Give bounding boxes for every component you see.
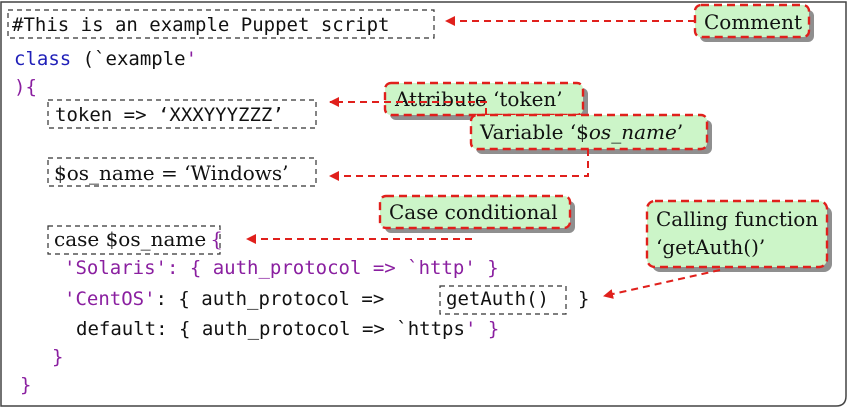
arrow-variable <box>329 149 589 181</box>
code-line-comment: #This is an example Puppet script <box>12 14 390 36</box>
callout-function-line1: Calling function <box>656 207 818 231</box>
callout-variable <box>469 113 709 151</box>
osname-highlight-box <box>47 157 317 187</box>
getauth-highlight-box <box>439 285 567 315</box>
callout-case <box>378 194 572 230</box>
code-token-close-brace: } <box>578 288 589 310</box>
code-line-class: class (`example' <box>14 48 197 70</box>
code-line-centos: 'CentOS': { auth_protocol => <box>64 288 384 310</box>
code-line-open: ){ <box>14 76 37 98</box>
callout-attribute-label: Attribute ‘token’ <box>394 87 563 111</box>
code-line-token: token => ‘XXXYYYZZZ’ <box>55 104 284 126</box>
token-highlight-box <box>47 99 317 129</box>
callout-comment-label: Comment <box>704 10 802 34</box>
callout-function <box>645 199 829 269</box>
code-line-close-outer: } <box>20 374 31 396</box>
case-highlight-box <box>47 225 221 255</box>
code-token-getauth: getAuth() <box>446 288 549 310</box>
callout-variable-label: Variable ‘$os_name’ <box>479 120 683 144</box>
callout-case-label: Case conditional <box>389 200 558 224</box>
comment-highlight-box <box>7 9 435 39</box>
arrow-attribute <box>329 97 487 115</box>
code-line-close-inner: } <box>52 346 63 368</box>
code-line-default: default: { auth_protocol => `https' } <box>76 318 499 340</box>
code-line-osname: $os_name = ‘Windows’ <box>54 161 289 185</box>
code-line-case: case $os_name{ <box>54 227 223 251</box>
code-line-solaris: 'Solaris': { auth_protocol => `http' } <box>64 257 499 279</box>
callout-function-line2: ‘getAuth()’ <box>656 235 765 259</box>
arrow-function <box>603 269 721 299</box>
